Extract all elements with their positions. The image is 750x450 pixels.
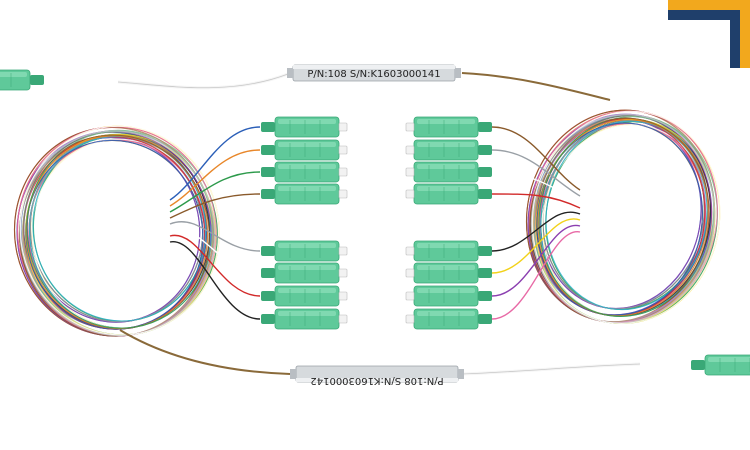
left-coil-loop <box>19 130 216 337</box>
input-fiber-bottom-edge <box>461 363 641 375</box>
fanout-fiber-left <box>169 234 261 297</box>
sc-connector-right <box>405 183 492 205</box>
right-coil-loop <box>540 119 712 317</box>
sc-connector-left <box>261 116 348 138</box>
sc-connector-right <box>405 116 492 138</box>
left-coil-loop <box>26 130 213 329</box>
output-bundle-bottom <box>119 329 291 375</box>
right-coil-loop <box>534 118 706 317</box>
fiber-coil-right <box>525 109 721 325</box>
sc-connector-right <box>405 308 492 330</box>
fanout-fiber-left <box>169 241 261 320</box>
left-coil-loop <box>22 129 218 336</box>
sc-connector-left <box>261 308 348 330</box>
fanout-fiber-right <box>491 211 581 252</box>
left-coil-loop <box>28 134 212 329</box>
left-coil-loop <box>32 135 207 322</box>
right-coil-sleeve <box>530 112 718 324</box>
fanout-fiber-left <box>169 228 261 274</box>
splitter-label-bottom: P/N:108 S/N:K1603000142 <box>310 375 443 386</box>
sc-connector-left <box>261 240 348 262</box>
sc-connector-left <box>261 183 348 205</box>
sc-connector-input-top <box>0 69 44 91</box>
input-fiber-top-edge <box>117 73 289 89</box>
sc-connector-left <box>261 262 348 284</box>
right-coil-loop <box>535 118 716 324</box>
left-coil-loop <box>22 129 218 336</box>
fanout-fiber-left <box>169 221 261 252</box>
left-coil-loop <box>21 134 213 337</box>
splitter-tube-bottom: P/N:108 S/N:K1603000142 <box>290 365 464 386</box>
right-coil-loop <box>545 120 708 311</box>
left-coil-loop <box>13 126 214 337</box>
right-coil-loop <box>535 115 711 317</box>
left-coil-loop <box>25 139 204 330</box>
sc-connector-left <box>261 139 348 161</box>
fanout-fiber-right <box>491 231 581 320</box>
left-coil-loop <box>19 130 215 337</box>
fanout-fiber-right <box>491 193 581 209</box>
sc-connector-right <box>405 262 492 284</box>
right-coil-loop <box>525 109 715 323</box>
corner-accent-navy-horizontal <box>668 10 740 20</box>
left-coil-loop <box>25 135 209 330</box>
fanout-fiber-right <box>491 171 581 203</box>
left-coil-loop <box>16 126 217 337</box>
sc-connector-left <box>261 285 348 307</box>
corner-accent-yellow-horizontal <box>668 0 750 10</box>
fanout-fiber-left <box>169 171 261 213</box>
left-coil-loop <box>18 134 210 337</box>
left-coil-loop <box>28 139 207 330</box>
right-coil-loop <box>541 123 710 317</box>
sc-connector-right <box>405 240 492 262</box>
corner-accent-yellow-vertical <box>740 0 750 68</box>
corner-accent-navy-vertical <box>730 10 740 68</box>
fiber-fanout <box>169 126 581 320</box>
left-coil-loop <box>19 134 211 337</box>
fanout-fiber-right <box>491 126 581 191</box>
right-coil-loop <box>535 115 712 317</box>
right-coil-loop <box>537 119 709 317</box>
right-coil-loop <box>541 124 710 317</box>
splitter-tube-top: P/N:108 S/N:K1603000141 <box>287 64 461 82</box>
fanout-fiber-left <box>169 149 261 207</box>
right-coil-loop <box>538 116 715 317</box>
sc-connector-left <box>261 161 348 183</box>
fanout-fiber-right <box>491 218 581 274</box>
left-coil-loop <box>19 125 220 336</box>
fanout-fiber-right <box>491 149 581 197</box>
left-coil-loop <box>23 131 211 330</box>
sc-connector-input-bottom <box>691 354 750 376</box>
left-coil-loop <box>22 134 214 336</box>
left-coil-loop <box>24 133 217 336</box>
input-fibers <box>117 72 641 376</box>
left-coil-loop <box>17 126 217 337</box>
right-coil-loop <box>532 114 709 316</box>
fanout-fiber-left <box>169 193 261 219</box>
right-coil-loop <box>531 110 721 324</box>
left-coil-loop <box>26 130 213 329</box>
sc-connector-right <box>405 139 492 161</box>
splitter-label-top: P/N:108 S/N:K1603000141 <box>307 69 440 80</box>
fanout-fiber-right <box>491 224 581 297</box>
fiber-coil-left <box>13 125 220 337</box>
right-coil-loop <box>529 117 710 323</box>
left-coil-loop <box>23 131 211 330</box>
sc-apc-connectors <box>0 69 750 376</box>
input-fiber-top <box>117 72 289 90</box>
right-coil-loop <box>530 114 715 324</box>
sc-connector-right <box>405 285 492 307</box>
left-coil-sleeve <box>19 127 217 337</box>
left-coil-loop <box>22 135 206 330</box>
left-coil-loop <box>24 133 217 336</box>
right-coil-loop <box>531 110 721 325</box>
output-bundle-top <box>461 72 611 101</box>
sc-connector-right <box>405 161 492 183</box>
fanout-fiber-left <box>169 126 261 201</box>
left-coil-loop <box>13 126 214 337</box>
